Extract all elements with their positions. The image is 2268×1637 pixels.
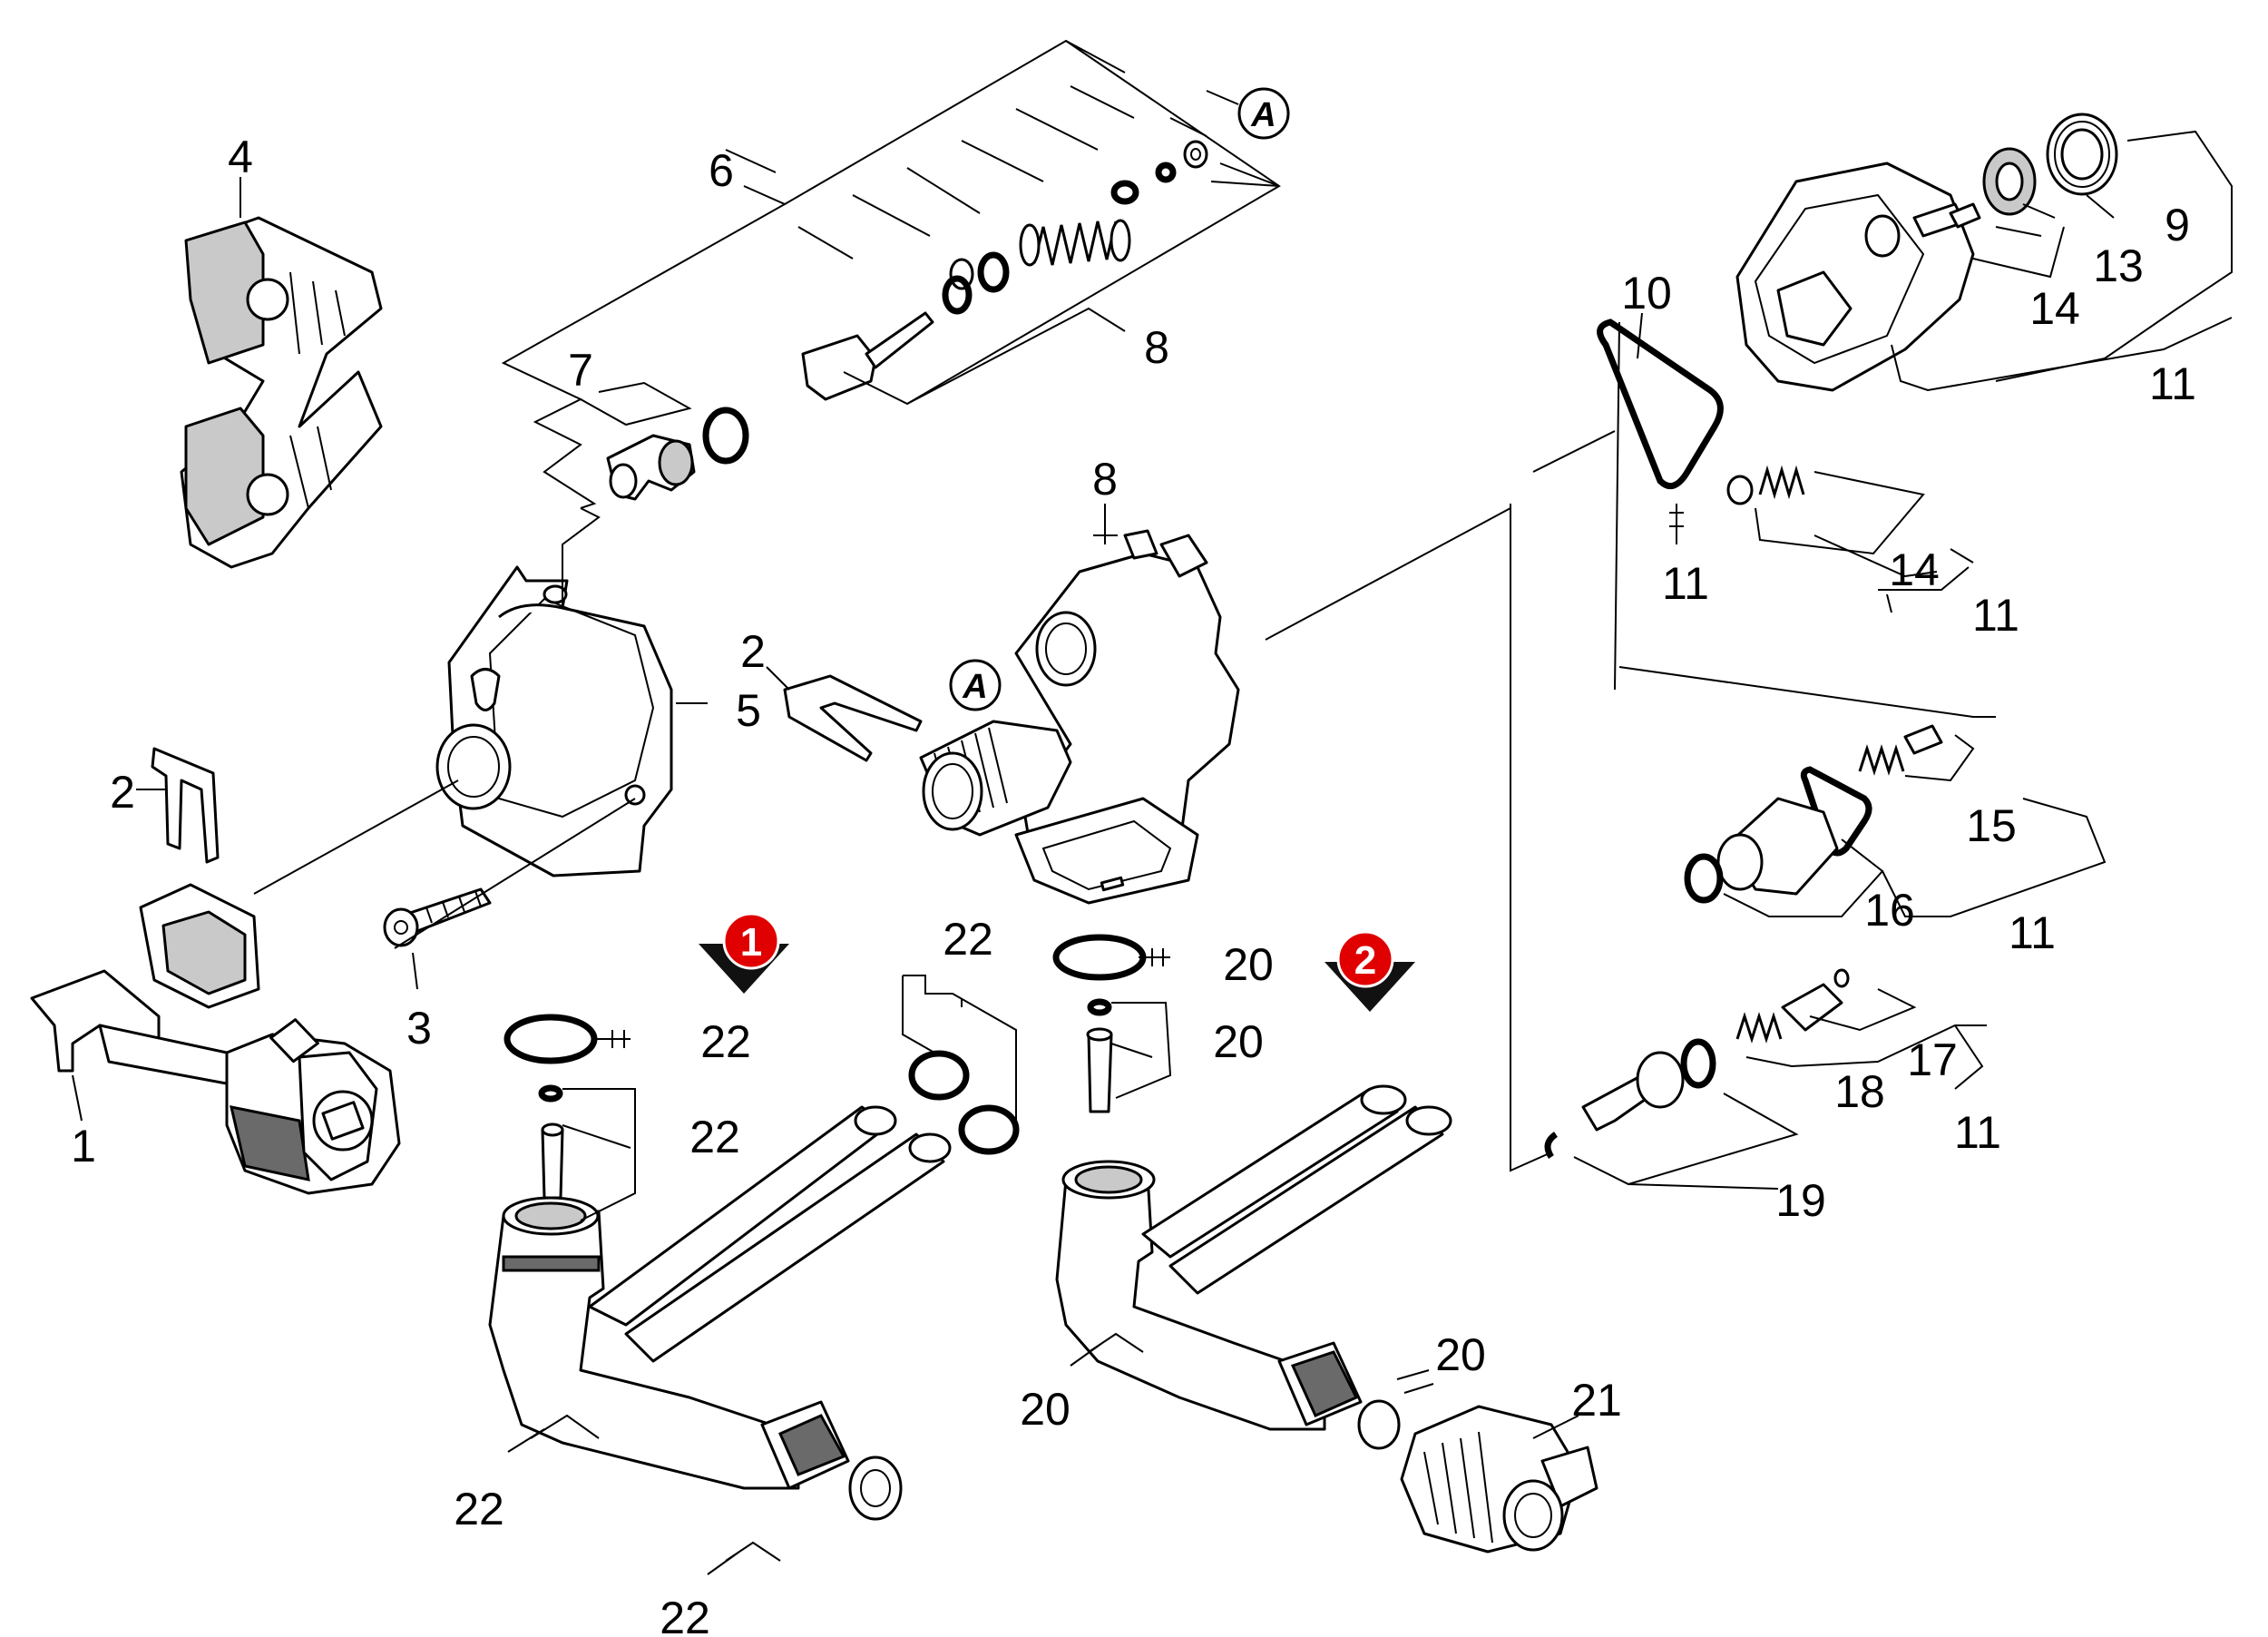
part-14-check-valve <box>1726 465 1805 505</box>
callout-3: 3 <box>406 1003 432 1054</box>
callout-22-bottom: 22 <box>660 1593 710 1637</box>
ref-a-top-label: A <box>1250 96 1276 134</box>
callout-15: 15 <box>1966 800 2017 851</box>
part-16-valve-body <box>1684 766 1872 904</box>
callout-8-center: 8 <box>1092 454 1118 505</box>
callout-11-mid: 11 <box>1972 590 2019 641</box>
part-10-seal-ring <box>1597 319 1724 490</box>
part-2-clip-left <box>151 747 220 864</box>
callout-4: 4 <box>228 132 253 182</box>
variant-1-marker: 1 <box>699 912 789 994</box>
callout-19: 19 <box>1775 1175 1826 1226</box>
part-15-check-valve <box>1858 724 1943 776</box>
callout-22-valve: 22 <box>689 1112 740 1162</box>
part-1-outlet-coupling <box>30 883 401 1195</box>
callout-2-left: 2 <box>110 767 135 818</box>
callout-21: 21 <box>1571 1375 1622 1426</box>
callout-9: 9 <box>2165 200 2190 250</box>
part-11-valve-housing <box>1735 162 1975 392</box>
callout-11-16: 11 <box>2009 907 2056 958</box>
callout-11-bottom: 11 <box>1954 1107 2001 1158</box>
variant-badge-1 <box>722 912 780 970</box>
part-4-bracket <box>180 216 383 569</box>
variant-number-1: 1 <box>740 920 762 965</box>
ref-a-center-label: A <box>962 668 987 706</box>
callout-22-pipe: 22 <box>454 1484 504 1534</box>
part-17-18-valve <box>1735 968 1850 1044</box>
callout-22-top: 22 <box>943 914 993 965</box>
variant-1-pipe-system <box>488 1014 1020 1521</box>
variant-badge-2 <box>1336 930 1394 988</box>
callout-14-top: 14 <box>2029 283 2080 334</box>
callout-14-mid: 14 <box>1889 544 1940 595</box>
callout-20-pipe: 20 <box>1020 1384 1070 1435</box>
callout-11-top: 11 <box>2149 358 2196 409</box>
callout-6: 6 <box>709 145 734 196</box>
callout-1: 1 <box>71 1121 96 1171</box>
callout-5: 5 <box>736 685 761 736</box>
callout-20-filter: 20 <box>1435 1329 1486 1380</box>
part-13-14-9-nut-rings <box>1949 113 2118 229</box>
part-6-valve-assembly <box>801 140 1208 401</box>
callout-22-ring: 22 <box>700 1016 751 1067</box>
callout-11-seal: 11 <box>1662 558 1709 609</box>
reference-a-center: A <box>949 659 1002 711</box>
callout-labels: 4 6 7 8 8 2 5 2 3 1 10 9 13 14 11 11 14 … <box>71 132 2196 1637</box>
part-19-valve-piston <box>1544 1038 1716 1159</box>
variant-number-2: 2 <box>1354 938 1376 983</box>
callout-7: 7 <box>568 345 593 396</box>
callout-13: 13 <box>2093 240 2144 291</box>
part-7-fitting <box>606 407 749 501</box>
leader-lines <box>72 39 2233 1575</box>
callout-8-top: 8 <box>1144 322 1169 373</box>
callout-2-center: 2 <box>740 626 766 677</box>
part-8-pump-head <box>919 529 1240 905</box>
variant-2-pipe-system <box>1052 934 1598 1554</box>
reference-a-top: A <box>1237 87 1290 140</box>
callout-10: 10 <box>1621 268 1672 319</box>
callout-17: 17 <box>1907 1034 1958 1085</box>
variant-2-marker: 2 <box>1325 930 1415 1012</box>
callout-20-ring: 20 <box>1223 939 1274 990</box>
callout-16: 16 <box>1864 885 1915 936</box>
callout-20-valve: 20 <box>1213 1016 1264 1067</box>
callout-18: 18 <box>1834 1066 1885 1117</box>
part-3-screw <box>383 887 492 947</box>
part-2-clip-center <box>783 674 923 762</box>
part-5-housing <box>435 565 673 877</box>
